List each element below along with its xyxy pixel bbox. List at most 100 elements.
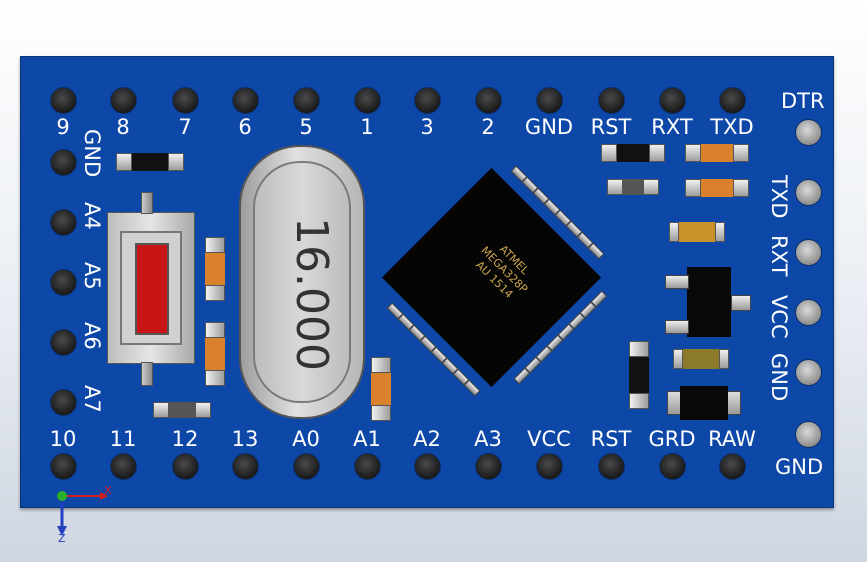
top-pad-dtr xyxy=(795,119,822,146)
axis-z-label: Z xyxy=(58,532,66,545)
left-pad xyxy=(50,209,77,236)
left-pad xyxy=(50,149,77,176)
bottom-pad xyxy=(719,453,746,480)
chip-pin xyxy=(513,367,531,385)
top-pad xyxy=(719,87,746,114)
bottom-pin-label: 12 xyxy=(171,427,199,451)
regulator-lead-2 xyxy=(665,320,689,334)
voltage-regulator xyxy=(687,267,731,337)
regulator-lead-3 xyxy=(731,295,751,311)
resistor-r5 xyxy=(601,144,665,162)
right-pin-label: RXT xyxy=(767,235,791,277)
bottom-pin-label: A0 xyxy=(292,427,320,451)
top-pin-label: 5 xyxy=(299,115,313,139)
bottom-pin-label: A2 xyxy=(413,427,441,451)
bottom-pad xyxy=(110,453,137,480)
top-pin-label: RST xyxy=(590,115,632,139)
bottom-pin-label: RAW xyxy=(708,427,756,451)
led-2 xyxy=(607,179,659,195)
bottom-pad xyxy=(598,453,625,480)
top-pin-label: 8 xyxy=(116,115,130,139)
bottom-pin-label: 13 xyxy=(231,427,259,451)
left-pad xyxy=(50,269,77,296)
top-pin-label: 7 xyxy=(178,115,192,139)
axis-triad: X Y Z xyxy=(40,480,120,550)
left-pad xyxy=(50,389,77,416)
top-pad xyxy=(232,87,259,114)
bottom-pad xyxy=(50,453,77,480)
capacitor-c2 xyxy=(673,349,729,369)
reset-button xyxy=(107,212,195,364)
bottom-pin-label: RST xyxy=(590,427,632,451)
left-pin-label: A6 xyxy=(80,322,104,350)
bottom-pad-gnd xyxy=(795,421,822,448)
bottom-pad xyxy=(475,453,502,480)
chip-pin xyxy=(587,242,605,260)
bottom-pad xyxy=(659,453,686,480)
right-pad xyxy=(795,239,822,266)
right-pad xyxy=(795,359,822,386)
resistor-r8 xyxy=(629,341,649,409)
left-pin-label: A4 xyxy=(80,202,104,230)
top-pad xyxy=(659,87,686,114)
button-lead-bottom xyxy=(141,362,153,386)
bottom-pin-label: 10 xyxy=(49,427,77,451)
left-pin-label: GND xyxy=(80,129,104,178)
resistor-r3 xyxy=(205,322,225,386)
top-pad xyxy=(50,87,77,114)
bottom-pad xyxy=(414,453,441,480)
top-pad xyxy=(598,87,625,114)
left-pin-label: A7 xyxy=(80,385,104,413)
top-pin-label: 6 xyxy=(238,115,252,139)
bottom-pin-label: A3 xyxy=(474,427,502,451)
crystal-oscillator: 16.000 xyxy=(239,145,365,419)
top-pin-label: 2 xyxy=(481,115,495,139)
axis-triad-icon xyxy=(57,491,108,536)
button-lead-top xyxy=(141,192,153,214)
right-pin-label: GND xyxy=(767,353,791,402)
resistor-r1 xyxy=(116,153,184,171)
bottom-pin-label: VCC xyxy=(527,427,571,451)
top-pad xyxy=(293,87,320,114)
top-pin-label: RXT xyxy=(651,115,693,139)
bottom-pad xyxy=(536,453,563,480)
right-pin-label: TXD xyxy=(767,175,791,219)
top-pin-label: GND xyxy=(524,115,574,139)
chip-pin xyxy=(463,379,481,397)
right-pin-label: VCC xyxy=(767,295,791,339)
bottom-pin-label: 11 xyxy=(109,427,137,451)
top-pin-label: 1 xyxy=(360,115,374,139)
top-pad xyxy=(475,87,502,114)
top-pin-label: TXD xyxy=(710,115,754,139)
reset-button-cap xyxy=(135,243,169,335)
axis-x-label: X xyxy=(104,484,112,497)
left-pad xyxy=(50,329,77,356)
top-pad xyxy=(172,87,199,114)
pin-label-dtr: DTR xyxy=(781,89,825,113)
regulator-lead-1 xyxy=(665,275,689,289)
resistor-r7 xyxy=(685,179,749,197)
right-pad xyxy=(795,299,822,326)
diode xyxy=(667,386,741,420)
bottom-pad xyxy=(232,453,259,480)
top-pad xyxy=(354,87,381,114)
crystal-label: 16.000 xyxy=(286,217,337,371)
bottom-pad xyxy=(354,453,381,480)
capacitor-c1 xyxy=(669,222,725,242)
bottom-pin-label: GRD xyxy=(648,427,696,451)
pin-label-gnd-corner: GND xyxy=(775,455,824,479)
top-pin-label: 3 xyxy=(420,115,434,139)
bottom-pad xyxy=(172,453,199,480)
bottom-pin-label: A1 xyxy=(353,427,381,451)
led-1 xyxy=(153,402,211,418)
resistor-r2 xyxy=(205,237,225,301)
resistor-r6 xyxy=(685,144,749,162)
resistor-r4 xyxy=(371,357,391,421)
left-pin-label: A5 xyxy=(80,262,104,290)
bottom-pad xyxy=(293,453,320,480)
top-pad xyxy=(536,87,563,114)
top-pin-label: 9 xyxy=(56,115,70,139)
right-pad xyxy=(795,179,822,206)
top-pad xyxy=(414,87,441,114)
